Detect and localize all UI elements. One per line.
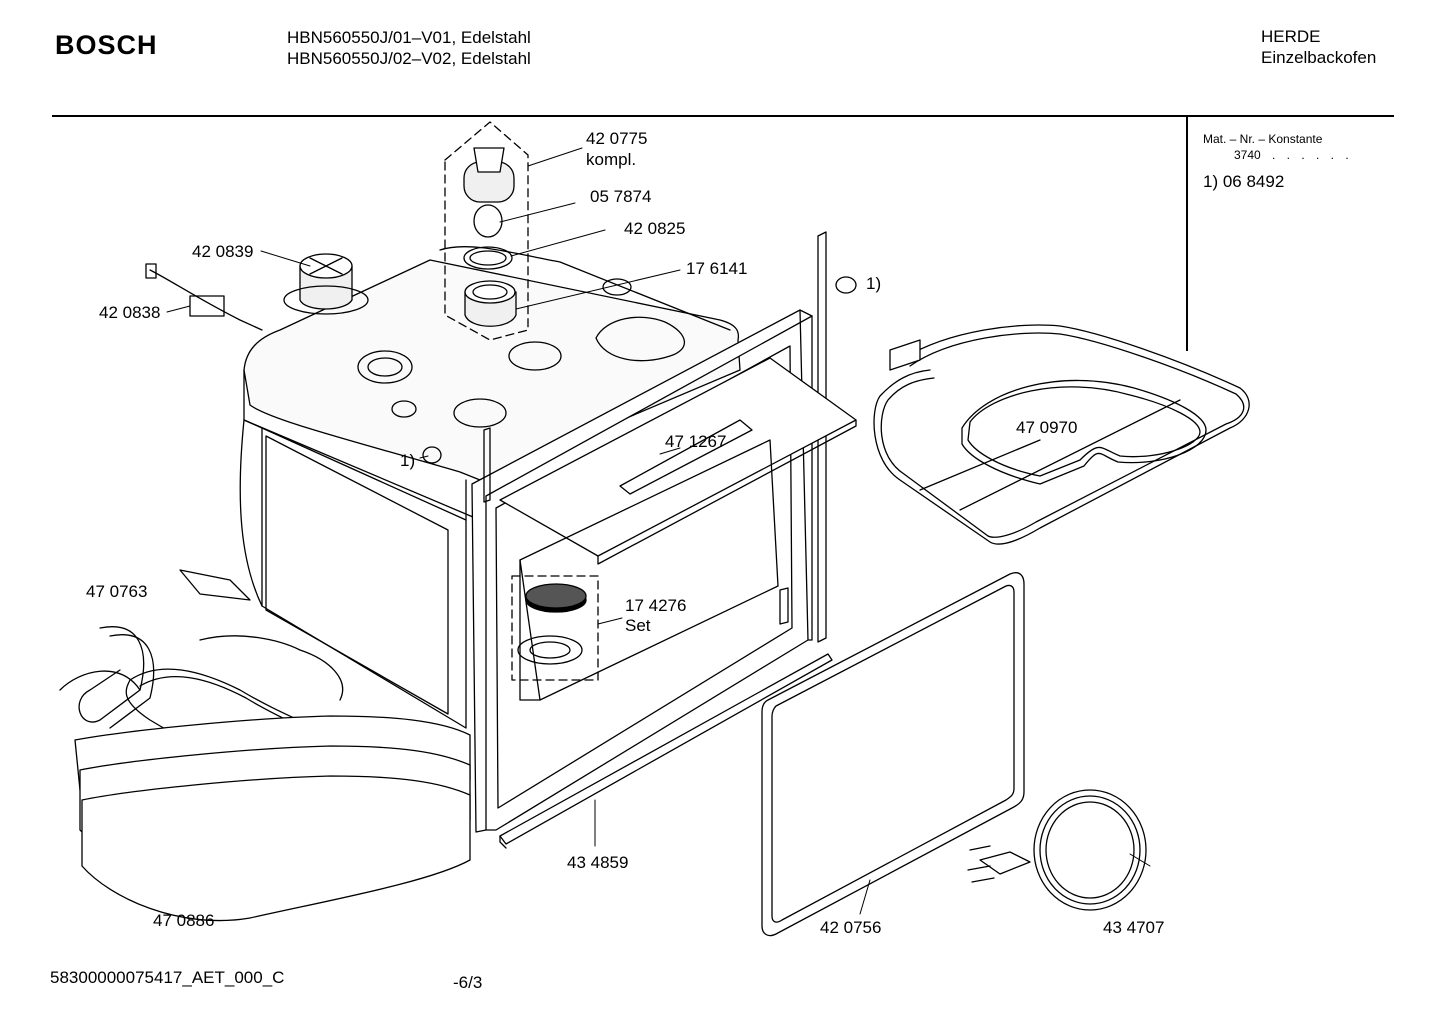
sidebar-divider <box>1186 117 1188 351</box>
model-line-1: HBN560550J/01–V01, Edelstahl <box>287 28 531 47</box>
mat-nr-dots: . . . . . . <box>1272 148 1353 162</box>
part-label: 47 0763 <box>86 582 148 601</box>
part-label: 05 7874 <box>590 187 652 206</box>
lamp-assembly-illustration <box>445 122 528 340</box>
part-label: 42 0756 <box>820 918 882 937</box>
hinge-strip-illustration <box>500 654 832 848</box>
top-heater-illustration <box>874 325 1249 544</box>
category-line-2: Einzelbackofen <box>1261 48 1377 67</box>
part-label: 43 4859 <box>567 853 629 872</box>
ring-heater-illustration <box>968 790 1146 910</box>
door-gasket-illustration <box>762 573 1024 936</box>
part-label: 47 0886 <box>153 911 215 930</box>
mat-nr-code: 3740 <box>1234 148 1261 162</box>
leader-lines <box>167 148 1150 914</box>
part-label: 17 4276 <box>625 596 687 615</box>
category-line-1: HERDE <box>1261 27 1321 46</box>
part-label: 42 0839 <box>192 242 254 261</box>
part-label: 42 0838 <box>99 303 161 322</box>
bushing-illustration <box>423 277 856 463</box>
part-label: Set <box>625 616 651 635</box>
insulation-mat-illustration <box>75 716 470 921</box>
part-label: 47 1267 <box>665 432 727 451</box>
model-line-2: HBN560550J/02–V02, Edelstahl <box>287 49 531 68</box>
brand-logo: BOSCH <box>55 30 158 60</box>
part-label: 42 0825 <box>624 219 686 238</box>
fan-set-illustration <box>512 576 598 680</box>
sensor-cap-illustration <box>284 254 368 314</box>
part-label: 1) <box>866 274 882 293</box>
cover-plate-illustration <box>500 358 856 564</box>
document-id: 58300000075417_AET_000_C <box>50 968 285 987</box>
part-label: 43 4707 <box>1103 918 1165 937</box>
inner-panel-illustration <box>520 440 778 700</box>
cable-sensor-illustration <box>146 264 262 330</box>
part-label: 47 0970 <box>1016 418 1078 437</box>
page-number: -6/3 <box>453 973 483 992</box>
header-divider <box>52 115 1394 117</box>
oven-muffle-illustration <box>240 247 740 728</box>
part-label: 17 6141 <box>686 259 748 278</box>
part-label: 1) <box>400 451 416 470</box>
part-label: kompl. <box>586 150 637 169</box>
footnote-part: 1) 06 8492 <box>1203 172 1285 191</box>
mat-nr-label: Mat. – Nr. – Konstante <box>1203 132 1323 146</box>
part-label: 42 0775 <box>586 129 648 148</box>
